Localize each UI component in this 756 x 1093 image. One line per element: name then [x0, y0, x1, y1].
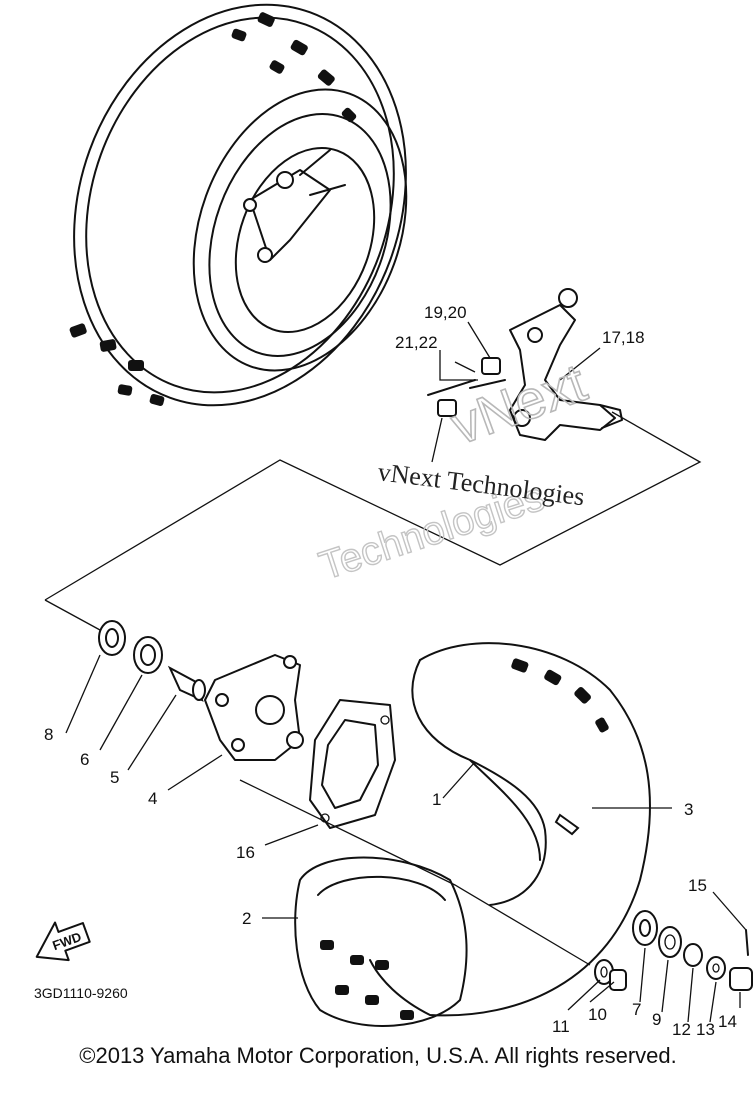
tire-half-illustration [294, 856, 468, 1027]
cotter-pin-right-illustration [745, 929, 749, 956]
watermark: vNext Technologies vNext Technologies [313, 352, 594, 589]
cotter-pin-illustration [427, 379, 506, 396]
spacer-collar-illustration [167, 665, 206, 702]
axle-nut-illustration [729, 967, 753, 991]
castle-nut-illustration [437, 357, 501, 417]
callout-8: 8 [44, 725, 53, 744]
callout-9: 9 [652, 1010, 661, 1029]
assembly-outline-lines [44, 411, 702, 631]
callout-2: 2 [242, 909, 251, 928]
copyright-notice: ©2013 Yamaha Motor Corporation, U.S.A. A… [79, 1043, 677, 1068]
part-code: 3GD1110-9260 [34, 985, 128, 1001]
callout-17-18: 17,18 [602, 328, 645, 347]
callout-14: 14 [718, 1012, 737, 1031]
callout-16: 16 [236, 843, 255, 862]
callout-6: 6 [80, 750, 89, 769]
valve-stem-illustration [554, 813, 580, 836]
brake-disc-plate-illustration [309, 699, 396, 829]
wheel-hub-illustration [204, 654, 304, 761]
callout-3: 3 [684, 800, 693, 819]
callout-5: 5 [110, 768, 119, 787]
callout-11: 11 [552, 1017, 570, 1036]
steering-knuckle-illustration [509, 288, 623, 441]
forward-direction-arrow: FWD [35, 921, 91, 962]
collar-right-illustration [683, 943, 703, 967]
callout-4: 4 [148, 789, 157, 808]
leader-lines-lower [65, 654, 747, 1023]
callout-7: 7 [632, 1000, 641, 1019]
callout-labels: 19,20 21,22 17,18 8 6 5 4 1 3 16 15 2 11… [34, 303, 737, 1039]
wheel-rim-half-illustration [369, 642, 651, 1017]
nut-illustration [609, 969, 627, 991]
callout-1: 1 [432, 790, 441, 809]
bearing-right-illustration [632, 910, 658, 946]
washer-right-illustration [706, 956, 726, 980]
callout-13: 13 [696, 1020, 715, 1039]
callout-21-22: 21,22 [395, 333, 438, 352]
callout-19-20: 19,20 [424, 303, 467, 322]
seal-right-illustration [658, 926, 682, 958]
bearing-illustration [133, 636, 163, 674]
callout-10: 10 [588, 1005, 607, 1024]
oil-seal-illustration [98, 620, 126, 656]
callout-12: 12 [672, 1020, 691, 1039]
callout-15: 15 [688, 876, 707, 895]
assembled-wheel-illustration [69, 3, 408, 407]
leader-lines-upper [431, 321, 601, 463]
